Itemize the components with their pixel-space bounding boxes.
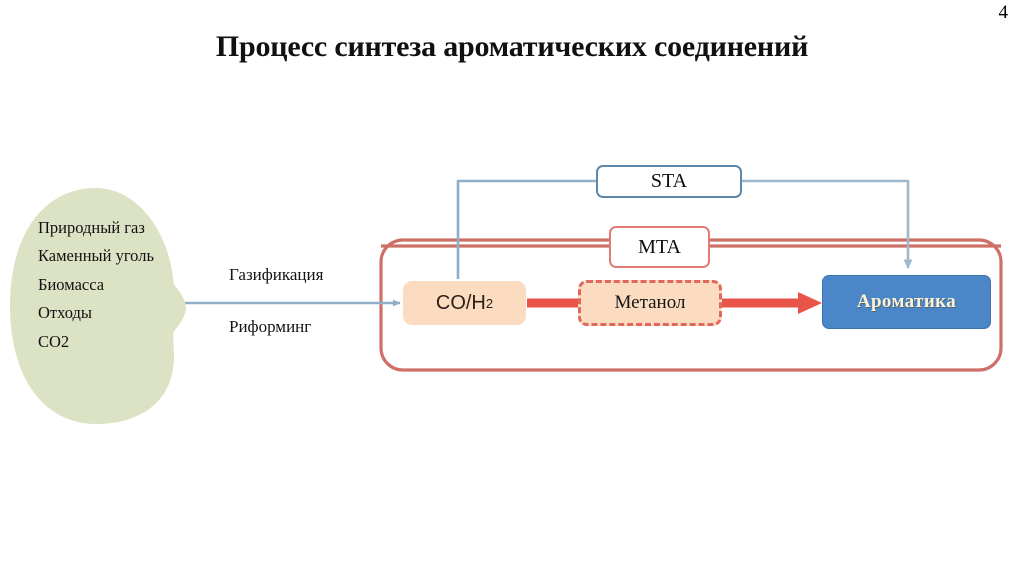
process-flow-diagram: Природный газ Каменный уголь Биомасса От… [0, 140, 1024, 424]
node-syngas-label: CO/H [435, 291, 486, 314]
node-sta[interactable]: STA [596, 165, 742, 198]
methanol-to-aromatics-arrow [722, 292, 822, 314]
page-number: 4 [998, 2, 1009, 23]
sta-to-aromatics-wire[interactable] [742, 179, 913, 269]
node-mta-label: MTA [638, 235, 681, 258]
feedstock-oval-icon [10, 188, 186, 424]
node-aromatics[interactable]: Ароматика [822, 275, 991, 329]
node-syngas-subscript: 2 [485, 295, 494, 311]
node-mta[interactable]: MTA [609, 226, 710, 268]
node-methanol-label: Метанол [614, 292, 686, 313]
node-sta-label: STA [650, 170, 688, 192]
sta-to-syngas-wire [456, 179, 596, 279]
page-title: Процесс синтеза ароматических соединений [215, 30, 809, 63]
feedstock-source-shape: Природный газ Каменный уголь Биомасса От… [8, 186, 186, 426]
node-aromatics-label: Ароматика [856, 291, 957, 312]
edge-label-reforming: Риформинг [229, 317, 312, 336]
edge-label-gasification: Газификация [229, 265, 324, 284]
feedstock-label: Природный газ Каменный уголь Биомасса От… [38, 218, 154, 351]
node-methanol[interactable]: Метанол [578, 280, 722, 326]
